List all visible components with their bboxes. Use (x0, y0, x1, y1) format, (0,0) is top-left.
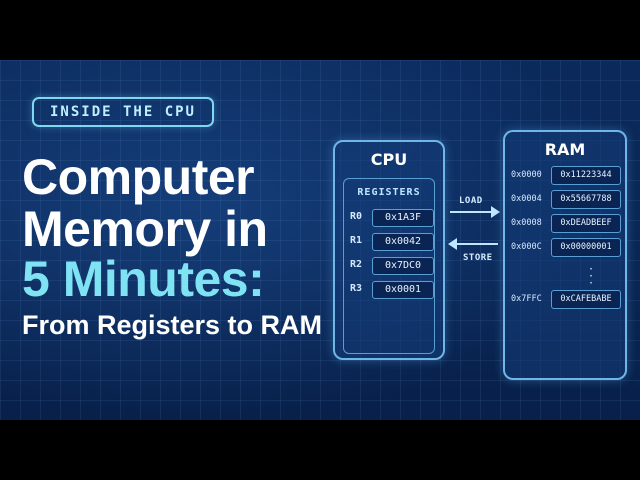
register-value: 0x0042 (372, 233, 434, 251)
ram-cell-row: 0x0008 0xDEADBEEF (511, 214, 623, 234)
ram-address: 0x0004 (511, 194, 542, 204)
store-label: STORE (463, 253, 493, 263)
ram-value: 0x00000001 (551, 238, 621, 257)
register-name: R1 (350, 235, 363, 246)
ram-address: 0x0000 (511, 170, 542, 180)
register-value: 0x0001 (372, 281, 434, 299)
cpu-box: CPU REGISTERS R0 0x1A3F R1 0x0042 R2 0x7… (333, 140, 445, 360)
register-row: R3 0x0001 (348, 281, 434, 301)
ram-cell-row: 0x0000 0x11223344 (511, 166, 623, 186)
ram-value: 0x11223344 (551, 166, 621, 185)
register-row: R0 0x1A3F (348, 209, 434, 229)
register-name: R2 (350, 259, 363, 270)
register-value: 0x1A3F (372, 209, 434, 227)
registers-label: REGISTERS (357, 187, 421, 198)
register-value: 0x7DC0 (372, 257, 434, 275)
ram-address: 0x000C (511, 242, 542, 252)
topic-tag: INSIDE THE CPU (32, 97, 214, 127)
register-row: R2 0x7DC0 (348, 257, 434, 277)
ram-cell-row: 0x0004 0x55667788 (511, 190, 623, 210)
ram-cell-row: 0x000C 0x00000001 (511, 238, 623, 258)
ram-box: RAM 0x0000 0x11223344 0x0004 0x55667788 … (503, 130, 627, 380)
title-line-2: Memory in (22, 201, 268, 257)
register-name: R3 (350, 283, 363, 294)
ram-address: 0x7FFC (511, 294, 542, 304)
register-name: R0 (350, 211, 363, 222)
cpu-title: CPU (370, 150, 408, 169)
thumbnail-canvas: INSIDE THE CPU Computer Memory in 5 Minu… (0, 60, 640, 420)
ram-value: 0xDEADBEEF (551, 214, 621, 233)
title-line-1: Computer (22, 149, 255, 205)
subtitle: From Registers to RAM (22, 310, 323, 340)
ram-address: 0x0008 (511, 218, 542, 228)
ram-value: 0x55667788 (551, 190, 621, 209)
ram-title: RAM (544, 140, 586, 159)
title-line-3: 5 Minutes: (22, 251, 265, 307)
ellipsis-icon: ··· (589, 262, 593, 290)
ram-cell-row: 0x7FFC 0xCAFEBABE (511, 290, 623, 310)
store-arrow-icon (448, 238, 498, 250)
registers-panel: REGISTERS R0 0x1A3F R1 0x0042 R2 0x7DC0 … (343, 178, 435, 354)
load-arrow-icon (450, 206, 500, 218)
register-row: R1 0x0042 (348, 233, 434, 253)
load-label: LOAD (459, 196, 483, 206)
ram-value: 0xCAFEBABE (551, 290, 621, 309)
